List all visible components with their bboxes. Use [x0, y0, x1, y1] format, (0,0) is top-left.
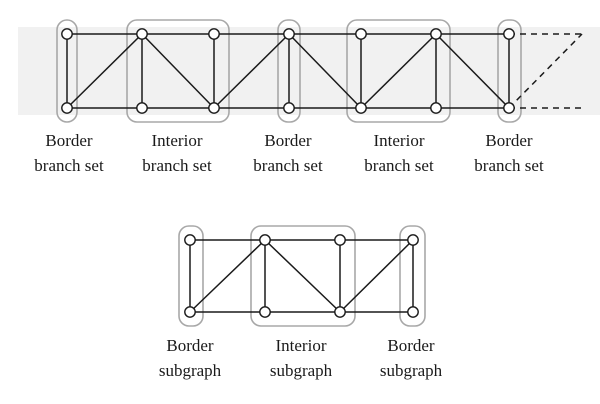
border-subgraph-outline — [399, 225, 426, 327]
graph-node — [430, 102, 442, 114]
top-label-interior-2: Interior branch set — [334, 128, 464, 178]
bottom-example-graph — [178, 225, 426, 327]
graph-node — [61, 28, 73, 40]
top-label-border-3: Border branch set — [444, 128, 574, 178]
label-line1: Border — [485, 131, 533, 150]
label-line2: branch set — [364, 156, 434, 175]
graph-node — [503, 28, 515, 40]
edge — [435, 33, 510, 109]
label-line1: Border — [264, 131, 312, 150]
label-line1: Interior — [151, 131, 203, 150]
label-line2: branch set — [142, 156, 212, 175]
graph-node — [184, 306, 196, 318]
label-line2: subgraph — [269, 361, 333, 380]
border-branch-set-outline — [497, 19, 522, 123]
top-label-border-1: Border branch set — [4, 128, 134, 178]
graph-node — [407, 234, 419, 246]
edge — [339, 239, 414, 313]
edge — [66, 33, 143, 109]
graph-node — [283, 28, 295, 40]
graph-node — [283, 102, 295, 114]
graph-node — [259, 234, 271, 246]
top-strip-graph — [18, 19, 600, 123]
label-line1: Border — [166, 336, 214, 355]
bottom-label-border-2: Border subgraph — [346, 333, 476, 383]
interior-subgraph-outline — [250, 225, 356, 327]
label-line1: Border — [45, 131, 93, 150]
label-line2: branch set — [253, 156, 323, 175]
edge — [213, 33, 290, 109]
top-label-border-2: Border branch set — [223, 128, 353, 178]
label-line2: branch set — [474, 156, 544, 175]
graph-node — [136, 102, 148, 114]
edge — [360, 33, 437, 109]
interior-branch-set-outline — [346, 19, 451, 123]
label-line1: Border — [387, 336, 435, 355]
border-branch-set-outline — [56, 19, 78, 123]
bottom-label-border-1: Border subgraph — [125, 333, 255, 383]
graph-node — [61, 102, 73, 114]
label-line2: subgraph — [158, 361, 222, 380]
graph-node — [208, 102, 220, 114]
bottom-label-interior: Interior subgraph — [236, 333, 366, 383]
label-line2: subgraph — [379, 361, 443, 380]
graph-node — [407, 306, 419, 318]
border-branch-set-outline — [277, 19, 301, 123]
border-subgraph-outline — [178, 225, 204, 327]
label-line1: Interior — [275, 336, 327, 355]
graph-node — [208, 28, 220, 40]
label-line2: branch set — [34, 156, 104, 175]
graph-node — [355, 28, 367, 40]
edge — [189, 239, 266, 313]
label-line1: Interior — [373, 131, 425, 150]
graph-node — [334, 306, 346, 318]
top-label-interior-1: Interior branch set — [112, 128, 242, 178]
background-band — [18, 27, 600, 115]
graph-node — [503, 102, 515, 114]
edge — [288, 33, 362, 109]
edge — [264, 239, 341, 313]
graph-node — [259, 306, 271, 318]
graph-node — [430, 28, 442, 40]
graph-node — [184, 234, 196, 246]
graph-node — [136, 28, 148, 40]
graph-node — [355, 102, 367, 114]
graph-node — [334, 234, 346, 246]
interior-branch-set-outline — [126, 19, 230, 123]
edge — [141, 33, 215, 109]
